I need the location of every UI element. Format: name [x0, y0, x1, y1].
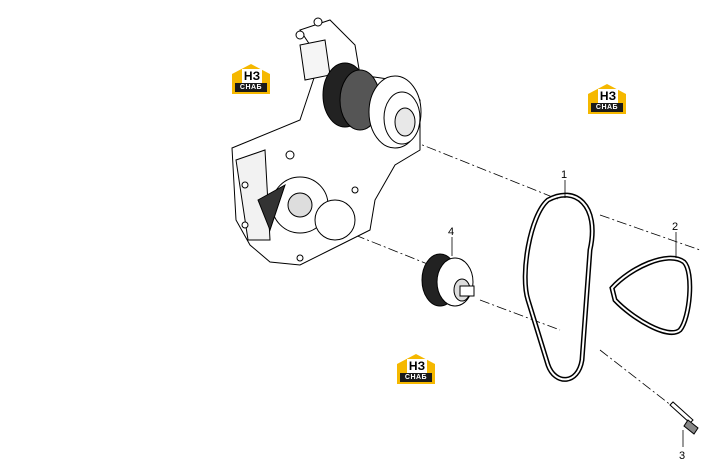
watermark-brand-top: НЗ	[242, 69, 262, 83]
drive-belt-large	[522, 192, 595, 382]
watermark-brand-bottom: СНАБ	[235, 83, 267, 92]
watermark-logo-2: НЗ СНАБ	[588, 84, 626, 114]
callout-3: 3	[679, 450, 685, 462]
callout-4: 4	[448, 226, 454, 238]
watermark-brand-bottom: СНАБ	[591, 103, 623, 112]
watermark-brand-bottom: СНАБ	[400, 373, 432, 382]
fan-hub-pulley	[322, 62, 422, 149]
callout-1: 1	[561, 169, 567, 181]
idler-pulley	[421, 253, 475, 307]
drive-belt-small	[609, 255, 693, 335]
callout-2: 2	[672, 221, 678, 233]
bolt	[669, 401, 699, 435]
watermark-logo-3: НЗ СНАБ	[397, 354, 435, 384]
watermark-logo-1: НЗ СНАБ	[232, 64, 270, 94]
leader-lines	[451, 180, 684, 447]
watermark-brand-top: НЗ	[598, 89, 618, 103]
watermark-brand-top: НЗ	[407, 359, 427, 373]
